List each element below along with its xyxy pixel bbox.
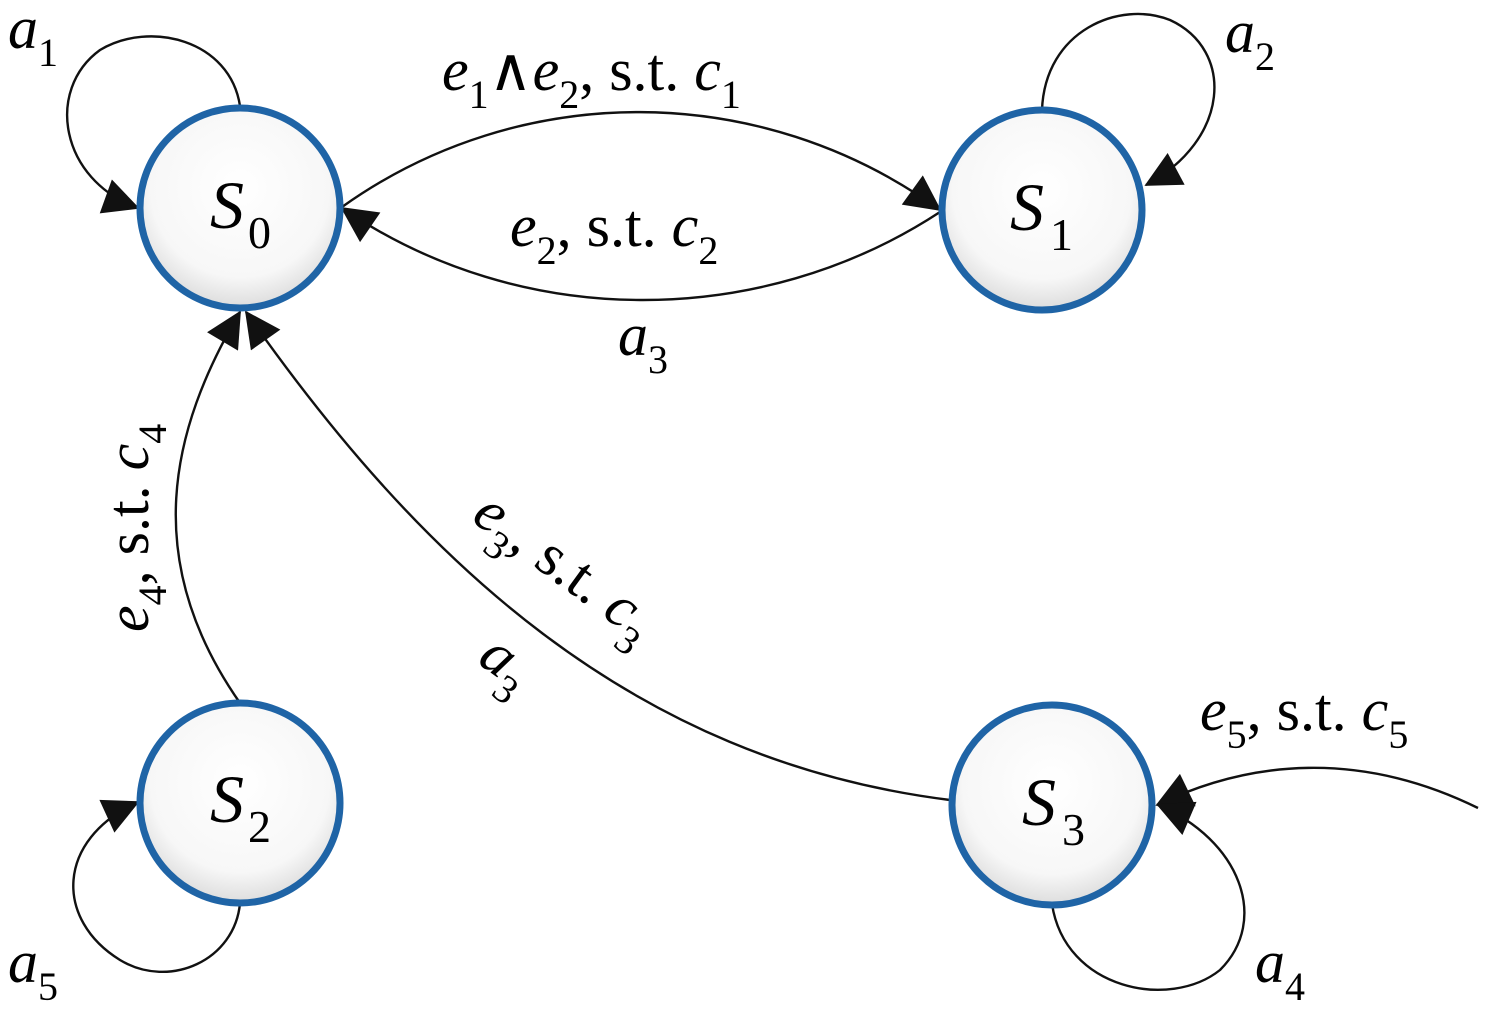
state-s0-name: S — [210, 167, 244, 243]
label-loop-s0: a1 — [8, 0, 58, 75]
label-s1-to-s0: e2, s.t. c2 — [510, 193, 718, 273]
state-s2-name: S — [210, 761, 244, 837]
label-s2-to-s0: e4, s.t. c4 — [95, 424, 175, 632]
loop-s0 — [66, 35, 242, 214]
loop-s2 — [72, 799, 242, 973]
label-loop-s1: a2 — [1225, 0, 1275, 79]
label-s3-to-s0: e3, s.t. c3 — [454, 477, 670, 664]
label-s3-to-s0-action: a3 — [460, 619, 547, 713]
state-s3-sub: 3 — [1062, 804, 1085, 855]
state-s3: S 3 — [948, 701, 1156, 909]
loop-s1 — [1040, 12, 1216, 187]
state-s2: S 2 — [136, 699, 344, 907]
state-s1-name: S — [1010, 169, 1044, 245]
label-s0-to-s1: e1∧e2, s.t. c1 — [442, 37, 741, 117]
loop-s3 — [1050, 801, 1246, 991]
label-s1-to-s0-action: a3 — [618, 302, 668, 382]
edge-entry-to-s3 — [1155, 766, 1479, 810]
state-s0-sub: 0 — [248, 207, 271, 258]
edge-s3-to-s0 — [244, 310, 951, 802]
label-entry-to-s3: e5, s.t. c5 — [1200, 677, 1408, 757]
state-s1-sub: 1 — [1050, 209, 1073, 260]
edge-s0-to-s1 — [341, 111, 942, 212]
state-s1: S 1 — [938, 106, 1146, 314]
label-loop-s3: a4 — [1255, 929, 1305, 1009]
state-s0: S 0 — [136, 104, 344, 312]
edge-s2-to-s0 — [174, 310, 242, 704]
state-s2-sub: 2 — [248, 801, 271, 852]
state-s3-name: S — [1022, 764, 1056, 840]
edge-s1-to-s0 — [340, 206, 941, 302]
label-loop-s2: a5 — [8, 929, 58, 1009]
